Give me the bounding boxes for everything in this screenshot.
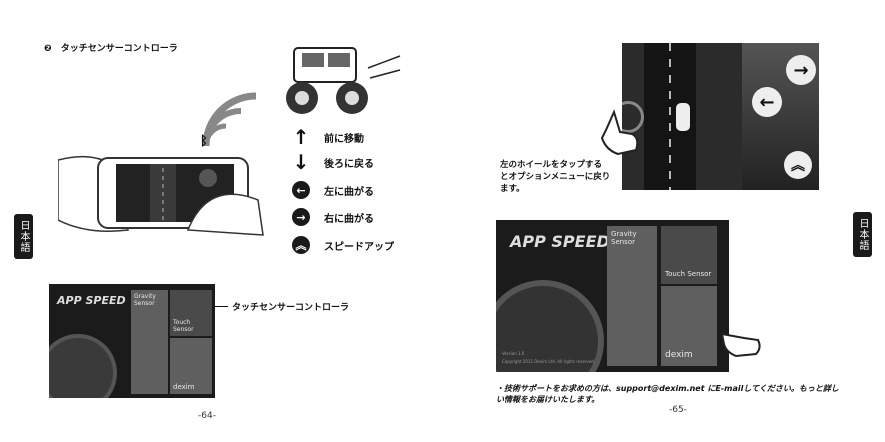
copyright-text: Copyright 2011 Dexim Ltd. All rights res… — [502, 359, 596, 364]
legend-label: 前に移動 — [324, 133, 364, 145]
dexim-tile[interactable]: dexim — [170, 338, 212, 394]
app-logo: APP SPEED — [57, 294, 126, 307]
legend-label: 後ろに戻る — [324, 158, 374, 170]
right-app-screenshot: APP SPEED Gravity Sensor Touch Sensor de… — [496, 220, 729, 372]
left-arrow-button[interactable]: ← — [752, 87, 782, 117]
page-number-left: -64- — [198, 411, 216, 421]
signal-arcs — [202, 92, 257, 147]
legend-row: → 右に曲がる — [292, 208, 374, 226]
gravity-sensor-tile-right[interactable]: Gravity Sensor — [607, 226, 657, 366]
game-screenshot: → ← ︽ — [622, 43, 819, 190]
left-circle-icon: ← — [292, 181, 310, 199]
dexim-tile-right[interactable]: dexim — [661, 286, 717, 366]
wheel-menu-button[interactable] — [622, 101, 644, 133]
pointer-line — [214, 306, 228, 307]
section-heading: ❷ タッチセンサーコントローラ — [44, 44, 178, 54]
tire-graphic — [49, 334, 117, 398]
page-number-right: -65- — [669, 405, 687, 415]
version-text: Version 1.0 — [502, 351, 525, 356]
player-car — [676, 103, 690, 131]
menu-pointer-label: タッチセンサーコントローラ — [232, 303, 350, 313]
wheel-callout: 左のホイールをタップする とオプションメニューに戻り ます。 — [500, 160, 611, 194]
left-app-screenshot: APP SPEED Gravity Sensor Touch Sensor de… — [49, 284, 215, 398]
bluetooth-icon: ᛒ — [200, 134, 208, 149]
pointing-hand-icon — [720, 332, 761, 358]
support-note: ・技術サポートをお求めの方は、support@dexim.net にE-mail… — [496, 384, 839, 404]
legend-row: ↑ 前に移動 — [292, 125, 364, 149]
legend-row: ︽ スピードアップ — [292, 236, 394, 254]
gravity-sensor-tile[interactable]: Gravity Sensor — [131, 290, 168, 394]
language-tab-right: 日本語 — [853, 212, 872, 257]
legend-label: 左に曲がる — [324, 186, 374, 198]
legend-row: ↓ 後ろに戻る — [292, 150, 374, 174]
touch-sensor-tile-right[interactable]: Touch Sensor — [661, 226, 717, 284]
legend-label: 右に曲がる — [324, 213, 374, 225]
lane-divider — [669, 43, 671, 190]
legend-row: ← 左に曲がる — [292, 181, 374, 199]
legend-label: スピードアップ — [324, 241, 394, 253]
speedup-button[interactable]: ︽ — [784, 151, 812, 179]
tapping-hand-icon — [600, 109, 639, 156]
up-arrow-icon: ↑ — [292, 125, 310, 149]
app-logo-right: APP SPEED — [510, 232, 610, 251]
monster-truck-illustration — [286, 47, 401, 114]
right-arrow-button[interactable]: → — [786, 55, 816, 85]
right-circle-icon: → — [292, 208, 310, 226]
down-arrow-icon: ↓ — [292, 150, 310, 174]
touch-sensor-tile[interactable]: Touch Sensor — [170, 290, 212, 336]
phone-in-hands-illustration — [58, 155, 264, 236]
speedup-icon: ︽ — [292, 236, 310, 254]
language-tab-left: 日本語 — [14, 214, 33, 259]
